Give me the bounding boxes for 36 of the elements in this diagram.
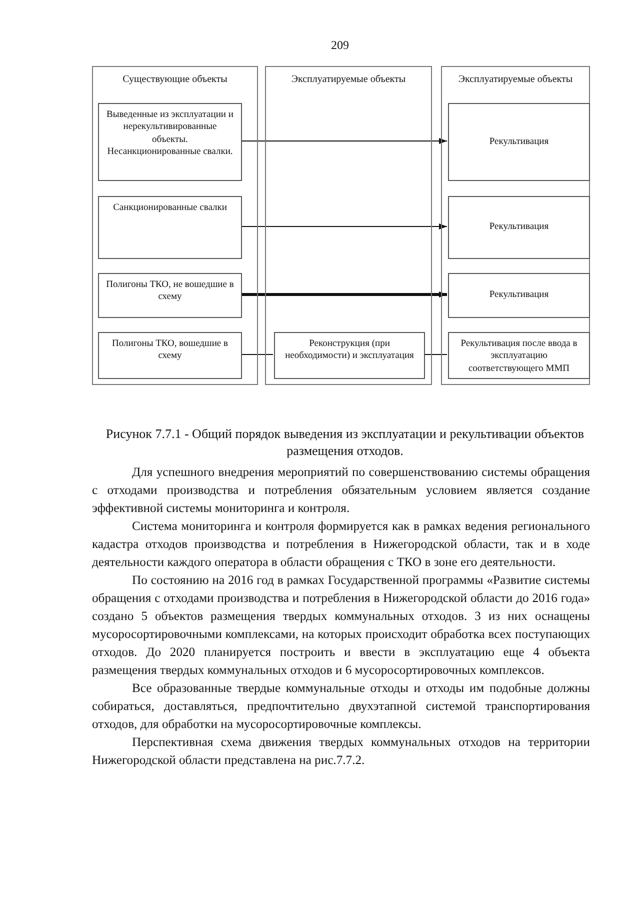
body-paragraph: Для успешного внедрения мероприятий по совершенствованию системы обращения с отходами производства и потребления обязательным условием является создание эффективной системы мониторинга и контроля. [92,464,590,517]
column-heading: Существующие объекты [122,73,228,86]
arrow [241,292,447,298]
figure-caption: Рисунок 7.7.1 - Общий порядок выведения из эксплуатации и рекультивации объектов размещения отходов. [105,426,585,460]
connector-line [424,354,448,355]
body-paragraph: По состоянию на 2016 год в рамках Государственной программы «Развитие системы обращения с отходами производства и потребления в Нижегородской области до 2016 года» создано 5 объектов размещения твердых коммунальных отходов. 3 из них оснащены мусоросортировочными комплексами, на которых происходит обработка всех поступающих отходов. До 2020 планируется построить и ввести в эксплуатацию еще 4 объекта размещения твердых коммунальных отходов и 6 мусоросортировочных комплексов. [92,572,590,679]
arrow [240,138,448,144]
process-box [448,103,590,181]
process-box [448,196,590,259]
process-box [98,332,242,379]
process-box [448,273,590,318]
box-text: Полигоны ТКО, вошедшие в схему [111,338,229,363]
box-text: Выведенные из эксплуатации и нерекультивированные объекты. Несанкционированные свалки. [106,109,234,158]
box-text: Реконструкция (при необходимости) и эксплуатация [284,338,415,363]
body-paragraph: Все образованные твердые коммунальные отходы и отходы им подобные должны собираться, доставляться, предпочтительно двухэтапной системой транспортирования отходов, для обработки на мусоросортировочные комплексы. [92,680,590,733]
box-text: Санкционированные свалки [113,202,227,214]
arrow [240,224,448,230]
body-paragraph: Перспективная схема движения твердых коммунальных отходов на территории Нижегородской области представлена на рис.7.7.2. [92,734,590,769]
process-box [98,196,242,259]
connector-line [240,354,274,355]
process-box [98,103,242,181]
column-panel [441,66,590,385]
box-text: Рекультивация после ввода в эксплуатацию соответствующего ММП [460,338,578,376]
column-heading: Эксплуатируемые объекты [458,73,573,86]
body-paragraph: Система мониторинга и контроля формируется как в рамках ведения регионального кадастра отходов производства и потребления в Нижегородской области, так и в ходе деятельности каждого оператора в области обращения с ТКО в зоне его деятельности. [92,518,590,571]
box-text: Рекультивация [489,289,549,302]
process-box [98,273,242,318]
box-text: Рекультивация [489,221,549,234]
page-number: 209 [330,38,350,53]
box-text: Рекультивация [489,136,549,148]
process-box [274,332,425,379]
box-text: Полигоны ТКО, не вошедшие в схему [105,279,235,304]
column-heading: Эксплуатируемые объекты [291,73,406,86]
column-panel [92,66,258,385]
column-panel [265,66,432,385]
process-box [448,332,590,379]
